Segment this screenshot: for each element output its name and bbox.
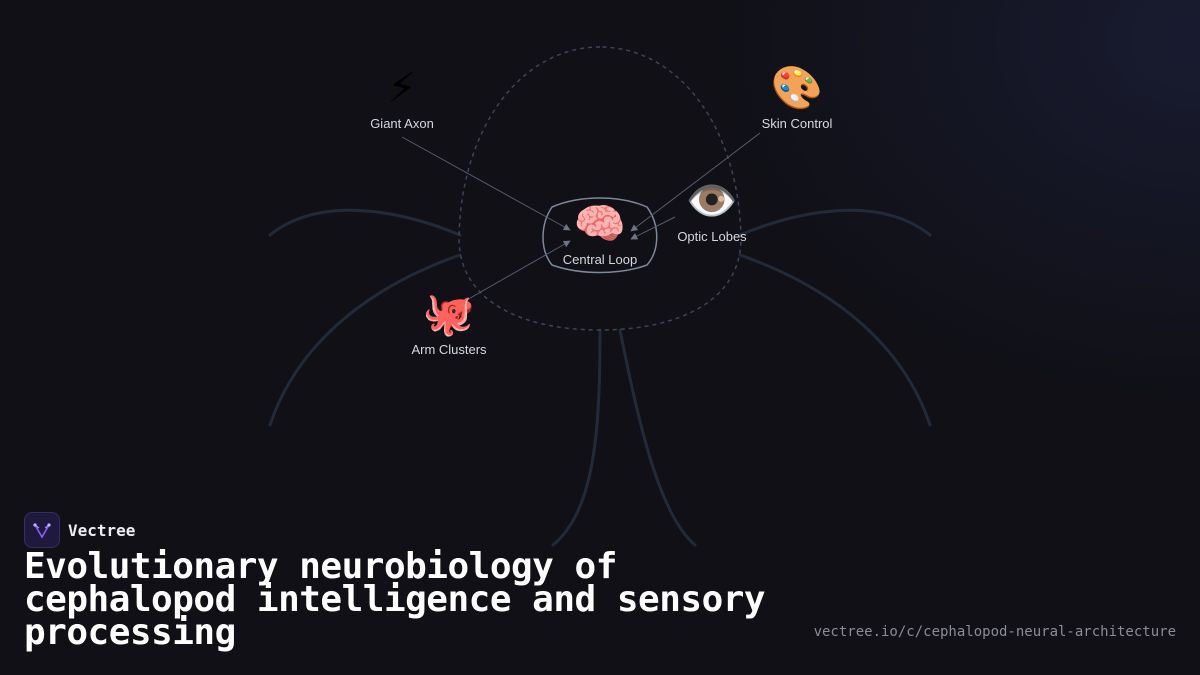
node-optic-lobes[interactable]: 👁️ Optic Lobes (677, 177, 746, 244)
edge-arm-clusters-to-central-loop (464, 240, 571, 302)
tentacle-outline (268, 208, 932, 547)
brain-icon: 🧠 (573, 200, 627, 247)
brand-name: Vectree (68, 520, 136, 540)
lightning-icon: ⚡ (387, 64, 417, 111)
node-central-loop[interactable]: 🧠 Central Loop (563, 200, 637, 267)
edge-optic-lobes-to-central-loop (630, 216, 676, 240)
node-skin-control[interactable]: 🎨 Skin Control (762, 64, 833, 131)
node-giant-axon[interactable]: ⚡ Giant Axon (370, 64, 434, 131)
node-arm-clusters[interactable]: 🐙 Arm Clusters (411, 290, 486, 357)
eye-icon: 👁️ (685, 177, 739, 224)
central-loop-ring (542, 197, 658, 274)
page-url[interactable]: vectree.io/c/cephalopod-neural-architect… (813, 624, 1176, 640)
node-label: Skin Control (761, 116, 833, 131)
node-label: Arm Clusters (411, 342, 487, 357)
edge-group (401, 132, 761, 302)
octopus-icon: 🐙 (422, 290, 476, 337)
head-outline (458, 46, 742, 331)
vectree-logo-icon (24, 512, 60, 548)
edge-giant-axon-to-central-loop (401, 136, 571, 231)
node-label: Optic Lobes (677, 229, 747, 244)
brand[interactable]: Vectree (24, 512, 135, 548)
node-label: Giant Axon (370, 116, 434, 131)
palette-icon: 🎨 (770, 64, 824, 111)
edge-skin-control-to-central-loop (630, 132, 761, 232)
page-title: Evolutionary neurobiology of cephalopod … (24, 546, 766, 653)
node-label: Central Loop (562, 252, 638, 267)
